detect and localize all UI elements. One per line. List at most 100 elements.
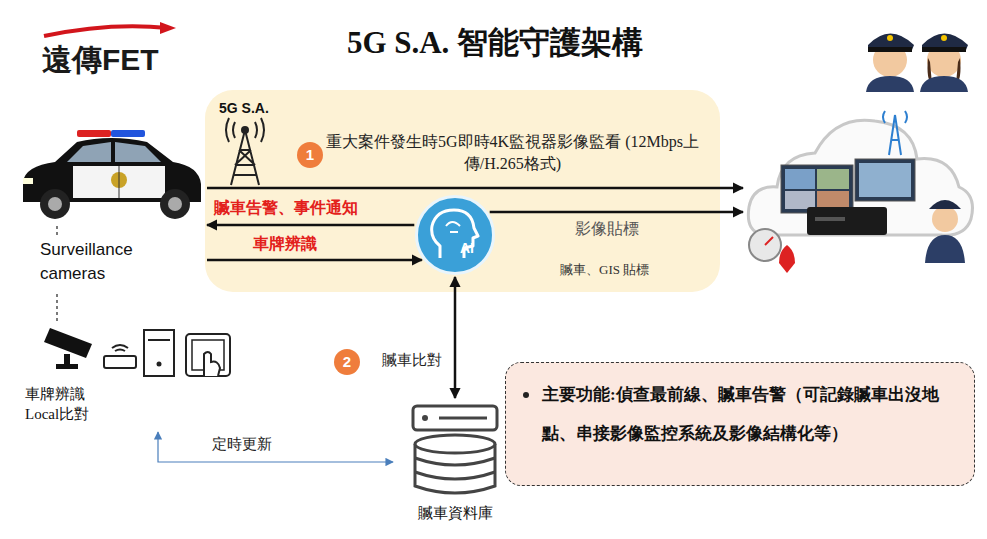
logo: 遠傳FET (42, 40, 159, 81)
server (144, 330, 174, 376)
police-car (40, 189, 70, 219)
monitoring-center (929, 200, 961, 209)
network-panel: 5G S.A. AI (205, 90, 720, 292)
police-officers (920, 76, 968, 92)
cell-tower (241, 126, 249, 134)
monitoring-center (925, 235, 965, 263)
ai-head (432, 210, 478, 258)
monitoring-center (815, 217, 845, 221)
callout-number: 2 (334, 349, 360, 375)
monitoring-center (855, 159, 915, 201)
edge-label: 影像貼標 (575, 219, 675, 240)
callout-number: 1 (297, 142, 323, 168)
connector (207, 259, 422, 262)
connector (207, 187, 743, 190)
monitoring-center (883, 111, 907, 123)
police-car (111, 130, 145, 137)
police-officers (868, 47, 912, 52)
police-officers (866, 34, 968, 93)
ai-head (418, 198, 492, 272)
camera (56, 364, 78, 369)
monitoring-center (779, 245, 795, 273)
police-officers (941, 35, 947, 41)
node-text: 主要功能:偵查最前線、贓車告警（可記錄贓車出沒地點、串接影像監控系統及影像結構化… (542, 375, 957, 453)
police-car (73, 166, 165, 198)
police-car (119, 166, 120, 198)
server (148, 339, 170, 341)
police-officers (922, 47, 966, 52)
logo-swoosh (44, 22, 176, 36)
edge-label: 車牌辨識 (253, 234, 353, 255)
router (104, 356, 136, 368)
logo-swoosh (160, 22, 176, 34)
connector (207, 224, 414, 227)
monitoring-center (817, 169, 849, 189)
database (439, 417, 487, 420)
monitoring-center (785, 169, 815, 189)
cell-tower (226, 118, 264, 142)
monitoring-center (889, 115, 901, 155)
tag-note: 贓車、GIS 貼標 (560, 261, 649, 279)
feature-box: 主要功能:偵查最前線、贓車告警（可記錄贓車出沒地點、串接影像監控系統及影像結構化… (505, 362, 975, 486)
monitoring-center (748, 120, 972, 235)
edge-label: 贓車告警、事件通知 (214, 198, 394, 219)
connector (158, 432, 393, 462)
stolen-car-database: 贓車資料庫 (395, 400, 515, 528)
police-car (77, 130, 111, 137)
tablet (186, 334, 230, 376)
diagram-title: 5G S.A. 智能守護架構 (240, 22, 750, 64)
router (112, 345, 128, 351)
monitoring-center (749, 229, 781, 261)
police-car (168, 197, 182, 211)
monitoring-center (781, 165, 853, 213)
police-car (23, 178, 33, 184)
node-text: AI (460, 240, 474, 256)
monitoring-center (817, 191, 849, 209)
police-car (160, 189, 190, 219)
monitoring-center (785, 191, 815, 209)
connector (454, 277, 457, 398)
bullet (506, 363, 536, 403)
cell-tower (231, 130, 259, 185)
bullet (523, 392, 529, 398)
connector (490, 211, 743, 214)
router (104, 345, 136, 368)
edge-label: 重大案件發生時5G即時4K監視器影像監看 (12Mbps上傳/H.265格式) (325, 131, 700, 176)
node-text: Surveillance cameras (40, 238, 165, 286)
tablet (186, 334, 230, 376)
monitoring-center (745, 95, 980, 275)
dashed-link (56, 226, 57, 236)
police-car (15, 122, 205, 228)
database (422, 415, 428, 421)
police-car: Surveillance cameras (15, 122, 205, 292)
police-officers (866, 76, 914, 92)
monitoring-center (765, 237, 773, 245)
database (415, 458, 495, 479)
ai-head (446, 222, 460, 232)
police-car (48, 197, 62, 211)
cell-tower (226, 118, 264, 185)
server (157, 362, 162, 367)
database (415, 435, 495, 453)
tablet (204, 352, 220, 376)
dashed-link (56, 294, 57, 322)
monitoring-center (807, 207, 887, 235)
police-car (115, 142, 161, 162)
camera (44, 328, 92, 358)
local-edge-devices: 車牌辨識 Local比對 (20, 318, 240, 430)
edge-label: 定時更新 (212, 435, 292, 454)
edge-label: 贓車比對 (382, 351, 452, 370)
database (395, 400, 515, 500)
monitoring-center (932, 206, 958, 232)
ai-engine: AI (415, 195, 495, 275)
camera (44, 328, 92, 369)
node-text: 5G S.A. (219, 100, 269, 116)
database (413, 406, 497, 430)
police-officers (887, 35, 893, 41)
police-car (67, 142, 111, 162)
node-text: 車牌辨識 Local比對 (25, 384, 117, 425)
server (144, 330, 174, 376)
logo-swoosh (44, 26, 168, 36)
monitoring-center (745, 95, 980, 275)
